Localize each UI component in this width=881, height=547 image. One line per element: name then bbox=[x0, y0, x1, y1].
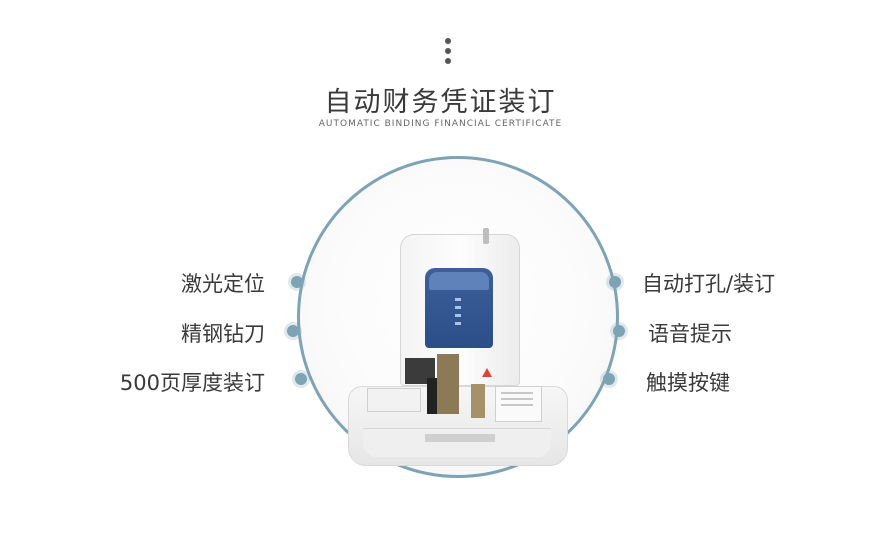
binding-machine-image bbox=[345, 228, 570, 468]
page-title: 自动财务凭证装订 bbox=[324, 87, 557, 118]
feature-label-touch-keys: 触摸按键 bbox=[646, 371, 730, 395]
feature-label-steel-drill: 精钢钻刀 bbox=[181, 322, 265, 346]
feature-node-right-3 bbox=[603, 373, 615, 385]
feature-node-right-1 bbox=[609, 276, 621, 288]
more-dots-icon bbox=[444, 38, 452, 68]
page-subtitle: AUTOMATIC BINDING FINANCIAL CERTIFICATE bbox=[318, 119, 563, 129]
feature-node-left-1 bbox=[291, 276, 303, 288]
feature-node-left-3 bbox=[295, 373, 307, 385]
feature-label-500-page-binding: 500页厚度装订 bbox=[119, 371, 265, 395]
feature-node-left-2 bbox=[287, 325, 299, 337]
feature-node-right-2 bbox=[613, 325, 625, 337]
feature-label-voice-prompt: 语音提示 bbox=[648, 322, 732, 346]
feature-label-auto-punch-bind: 自动打孔/装订 bbox=[642, 272, 776, 296]
feature-label-laser-positioning: 激光定位 bbox=[181, 272, 265, 296]
